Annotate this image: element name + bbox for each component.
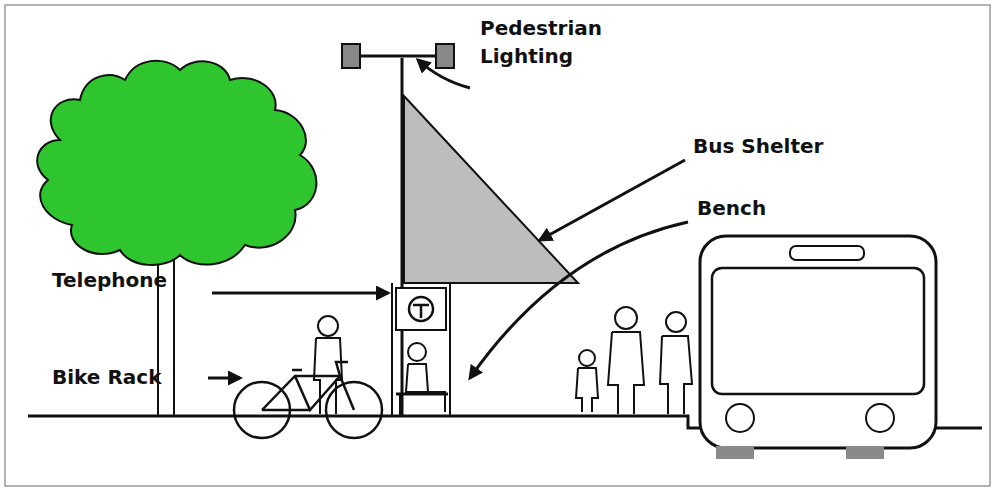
callout-label: Pedestrian Lighting bbox=[480, 14, 620, 70]
leader-arrows bbox=[208, 60, 688, 378]
callout-label: Telephone bbox=[52, 266, 212, 294]
bus-shelter bbox=[392, 96, 578, 416]
callout-label: Bike Rack bbox=[52, 363, 212, 391]
callout-label: Bus Shelter bbox=[693, 132, 893, 160]
leader-arrow bbox=[208, 377, 240, 380]
tree bbox=[37, 61, 316, 416]
leader-arrow bbox=[212, 292, 388, 295]
leader-arrow bbox=[470, 222, 688, 378]
people bbox=[576, 307, 692, 414]
leader-arrow bbox=[418, 60, 470, 88]
bus bbox=[700, 236, 936, 459]
frame bbox=[5, 5, 990, 486]
bicycle bbox=[234, 362, 382, 438]
callout-label: Bench bbox=[697, 194, 897, 222]
